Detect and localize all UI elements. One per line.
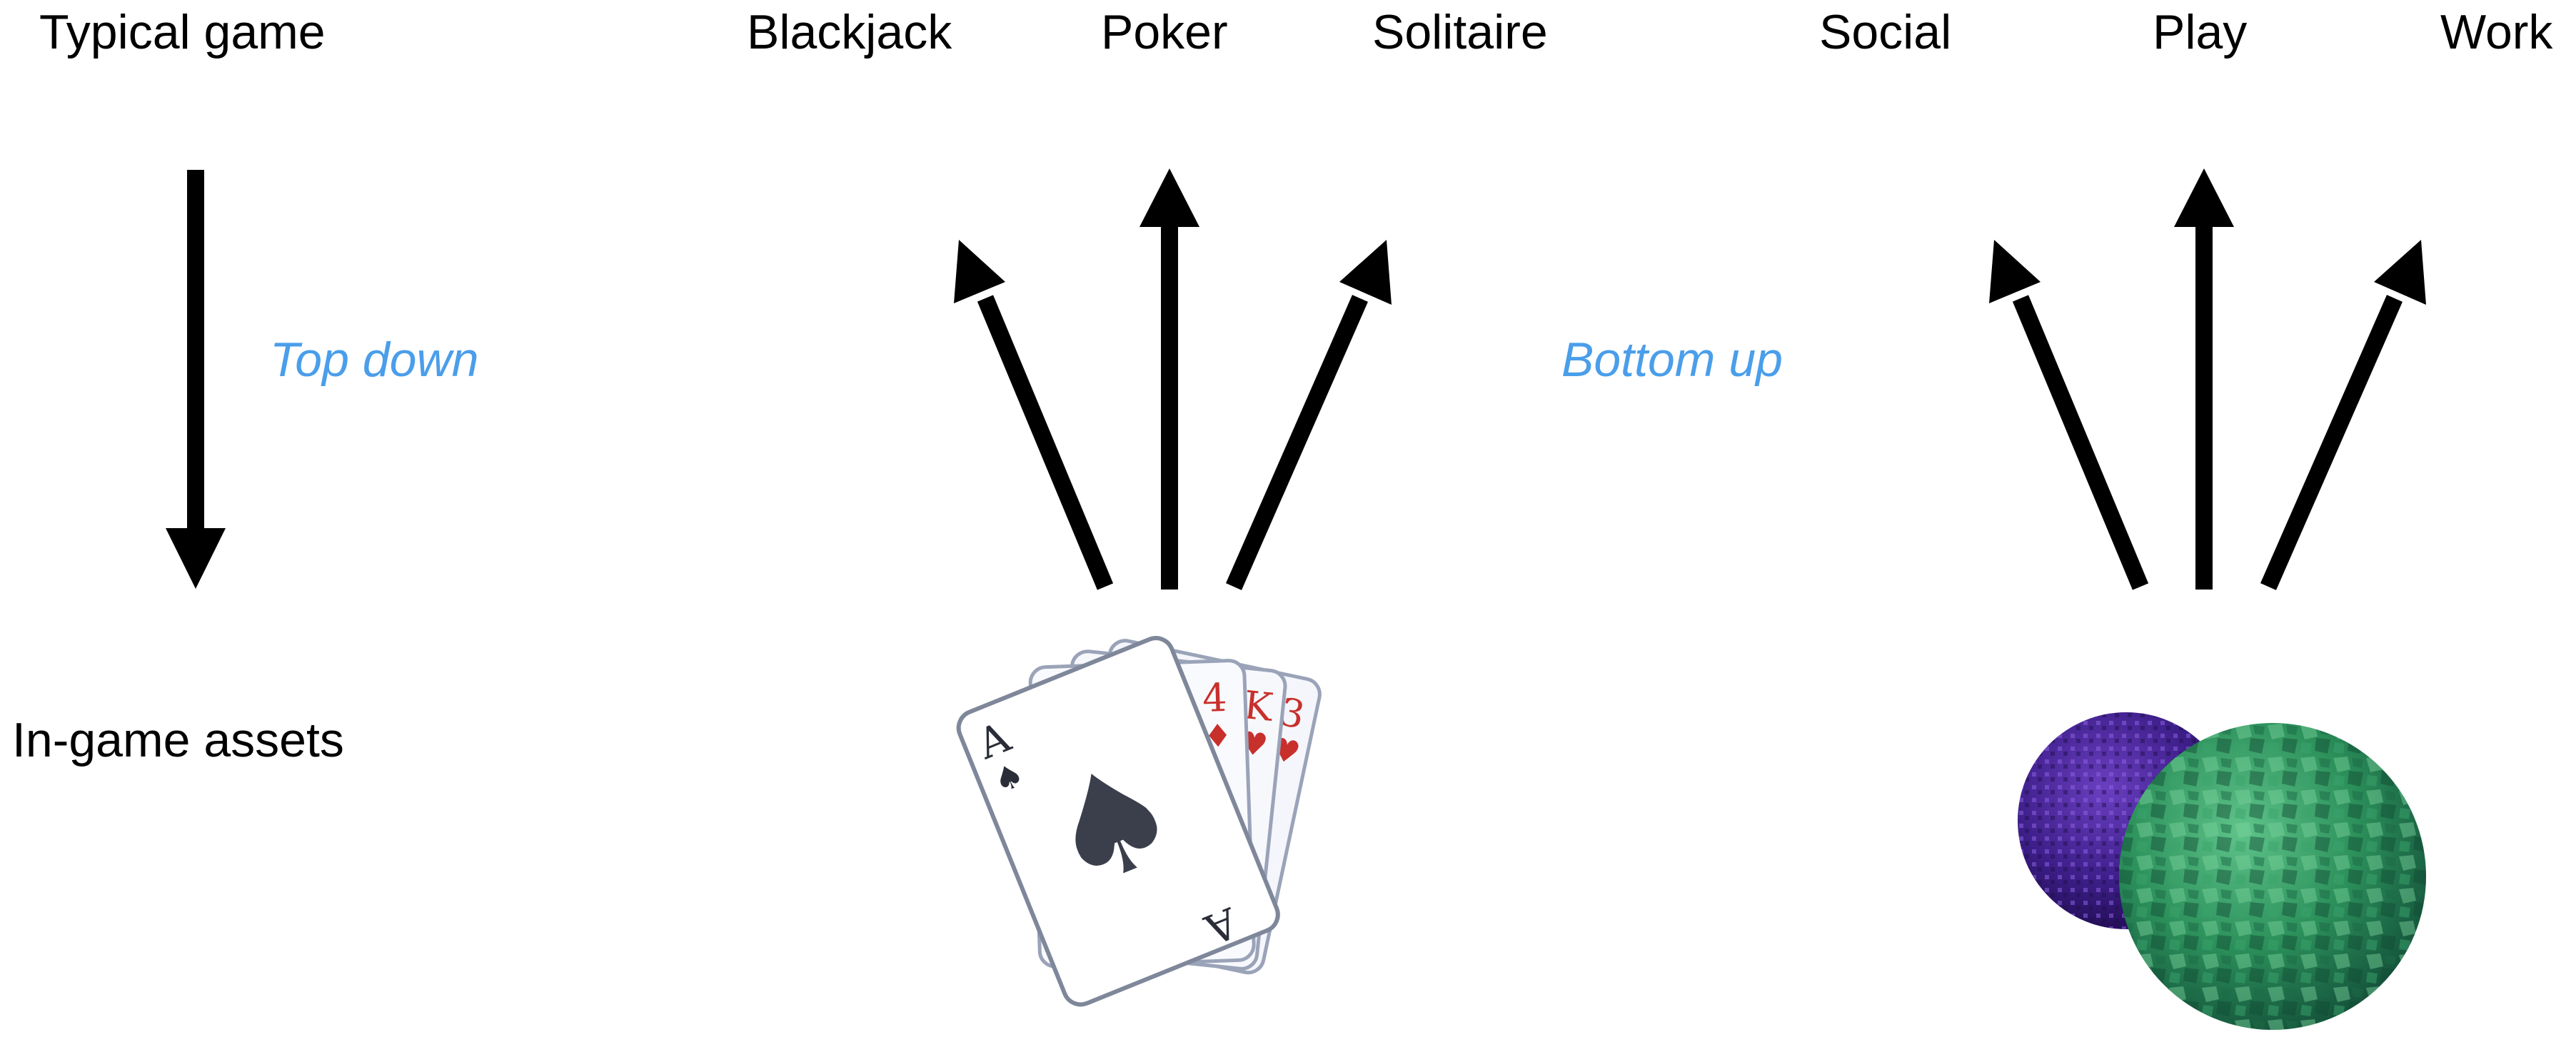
arrow-to-social <box>1989 240 2149 590</box>
arrow-to-solitaire <box>1226 240 1392 590</box>
arrow-to-poker <box>1139 168 1199 590</box>
label-solitaire: Solitaire <box>1372 5 1548 59</box>
arrow-top-down <box>166 170 226 589</box>
arrow-to-work <box>2260 240 2426 590</box>
label-work: Work <box>2440 5 2553 59</box>
label-poker: Poker <box>1101 5 1228 59</box>
label-top-down: Top down <box>270 333 478 387</box>
label-social: Social <box>1819 5 1951 59</box>
label-typical-game: Typical game <box>39 5 326 59</box>
label-play: Play <box>2153 5 2247 59</box>
arrow-to-play <box>2174 168 2234 590</box>
voxel-spheres-icon <box>2018 712 2426 1030</box>
arrow-to-blackjack <box>954 240 1114 590</box>
label-blackjack: Blackjack <box>747 5 952 59</box>
svg-text:4: 4 <box>1202 675 1228 721</box>
playing-cards-icon: 3 ♥ K ♥ 4 ♦ 4 A ♠ ♠ A <box>956 636 1322 1007</box>
label-bottom-up: Bottom up <box>1561 333 1783 387</box>
label-in-game-assets: In-game assets <box>12 713 344 767</box>
